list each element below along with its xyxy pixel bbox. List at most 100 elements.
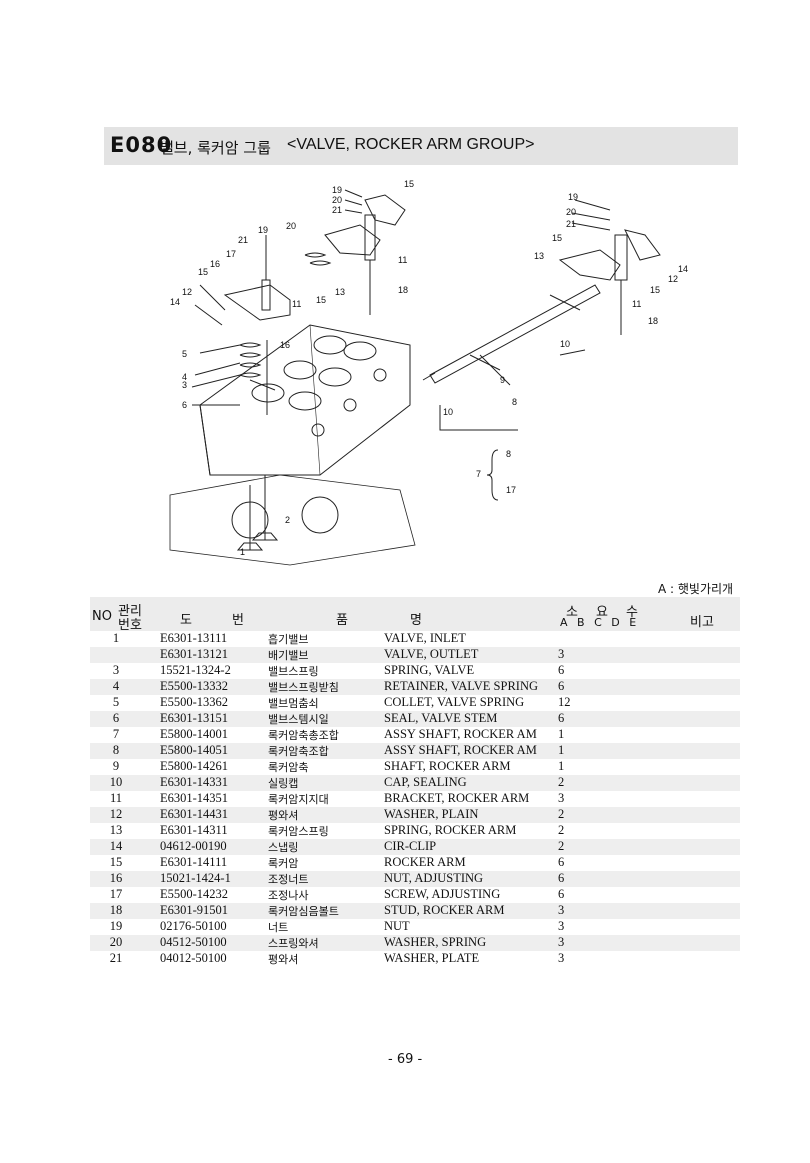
- row-number: 10: [109, 775, 123, 789]
- korean-name: 평와셔: [268, 809, 299, 822]
- quantity-a: 1: [558, 727, 565, 741]
- row-number: 17: [109, 887, 123, 901]
- part-name: VALVE, INLET: [384, 631, 466, 645]
- part-number: E6301-14111: [160, 855, 228, 869]
- part-name: SPRING, ROCKER ARM: [384, 823, 517, 837]
- header-mgmt-bottom: 번호: [118, 618, 142, 633]
- svg-text:7: 7: [476, 469, 481, 479]
- row-number: 13: [109, 823, 123, 837]
- svg-text:12: 12: [668, 274, 678, 284]
- part-number: E6301-13121: [160, 647, 229, 661]
- part-name: WASHER, PLATE: [384, 951, 480, 965]
- svg-text:19: 19: [258, 225, 268, 235]
- part-number: 04512-50100: [160, 935, 227, 949]
- svg-text:1: 1: [240, 547, 245, 557]
- header-myeong: 명: [410, 613, 422, 628]
- row-number: 20: [109, 935, 123, 949]
- svg-text:17: 17: [506, 485, 516, 495]
- section-title-korean: 밸브, 록커암 그룹: [160, 139, 271, 157]
- part-name: ASSY SHAFT, ROCKER AM: [384, 727, 537, 741]
- part-number: E6301-91501: [160, 903, 229, 917]
- part-name: WASHER, SPRING: [384, 935, 487, 949]
- part-number: E6301-14311: [160, 823, 228, 837]
- svg-text:8: 8: [512, 397, 517, 407]
- row-number: 16: [109, 871, 123, 885]
- header-beon: 번: [232, 613, 244, 628]
- quantity-a: 6: [558, 871, 565, 885]
- part-name: VALVE, OUTLET: [384, 647, 479, 661]
- part-number: 02176-50100: [160, 919, 227, 933]
- quantity-a: 3: [558, 903, 565, 917]
- section-code: E080: [110, 133, 173, 157]
- row-number: 12: [109, 807, 123, 821]
- part-number: E6301-13111: [160, 631, 228, 645]
- row-number: 6: [112, 711, 120, 725]
- row-number: 15: [109, 855, 123, 869]
- quantity-a: 2: [558, 839, 565, 853]
- part-name: SHAFT, ROCKER ARM: [384, 759, 511, 773]
- part-number: E5500-13362: [160, 695, 229, 709]
- korean-name: 스냅링: [268, 841, 299, 854]
- svg-text:9: 9: [500, 375, 505, 385]
- quantity-a: 3: [558, 951, 565, 965]
- part-name: STUD, ROCKER ARM: [384, 903, 505, 917]
- part-name: NUT, ADJUSTING: [384, 871, 484, 885]
- quantity-a: 12: [558, 695, 571, 709]
- row-number: 11: [109, 791, 123, 805]
- quantity-a: 6: [558, 855, 565, 869]
- svg-text:18: 18: [398, 285, 408, 295]
- korean-name: 조정너트: [268, 873, 309, 886]
- part-name: SPRING, VALVE: [384, 663, 475, 677]
- korean-name: 실링캡: [268, 777, 299, 790]
- svg-text:13: 13: [534, 251, 544, 261]
- quantity-a: 1: [558, 759, 565, 773]
- svg-text:10: 10: [560, 339, 570, 349]
- quantity-a: 2: [558, 807, 565, 821]
- table-header-background: [90, 597, 740, 631]
- svg-text:15: 15: [198, 267, 208, 277]
- part-number: E6301-14431: [160, 807, 229, 821]
- part-number: E6301-14351: [160, 791, 229, 805]
- svg-text:2: 2: [285, 515, 290, 525]
- quantity-a: 3: [558, 935, 565, 949]
- quantity-a: 1: [558, 743, 565, 757]
- korean-name: 록커암스프링: [268, 825, 329, 838]
- section-title-english: <VALVE, ROCKER ARM GROUP>: [287, 136, 535, 153]
- svg-text:8: 8: [506, 449, 511, 459]
- quantity-a: 3: [558, 919, 565, 933]
- svg-text:15: 15: [404, 179, 414, 189]
- svg-text:16: 16: [210, 259, 220, 269]
- header-bigo: 비고: [690, 615, 714, 630]
- svg-text:3: 3: [182, 380, 187, 390]
- korean-name: 록커암축: [268, 761, 309, 774]
- korean-name: 밸브스프링받침: [268, 681, 339, 694]
- quantity-a: 6: [558, 663, 565, 677]
- header-mgmt-top: 관리: [118, 604, 142, 619]
- quantity-a: 6: [558, 887, 565, 901]
- part-name: ASSY SHAFT, ROCKER AM: [384, 743, 537, 757]
- svg-text:21: 21: [332, 205, 342, 215]
- korean-name: 밸브멈춤쇠: [268, 697, 319, 710]
- part-name: CIR-CLIP: [384, 839, 437, 853]
- svg-text:20: 20: [286, 221, 296, 231]
- part-name: RETAINER, VALVE SPRING: [384, 679, 538, 693]
- part-name: CAP, SEALING: [384, 775, 467, 789]
- row-number: 1: [112, 631, 120, 645]
- korean-name: 평와셔: [268, 953, 299, 966]
- korean-name: 록커암: [268, 857, 299, 870]
- quantity-a: 2: [558, 823, 565, 837]
- korean-name: 록커암심음볼트: [268, 905, 339, 918]
- part-name: NUT: [384, 919, 410, 933]
